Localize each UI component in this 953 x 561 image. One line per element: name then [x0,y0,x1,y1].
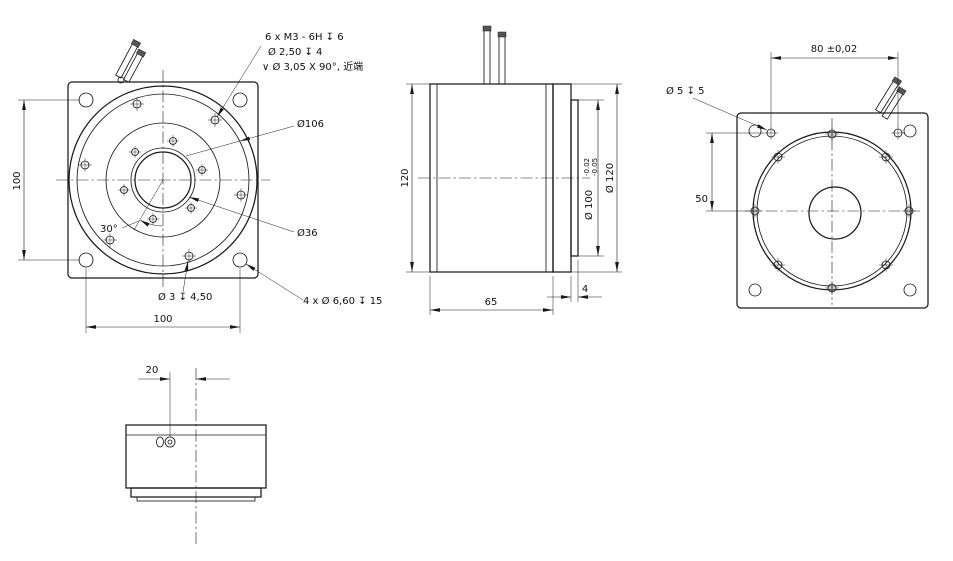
front-dim-height-label: 100 [12,171,23,190]
side-dim-height-label: 120 [400,168,411,187]
side-dim-height: 120 [400,83,430,273]
rear-dowel-callout: Ø 5 ↧ 5 [666,85,768,131]
side-tol-upper-label: -0.02 [583,158,591,176]
bottom-view: 20 [125,365,267,545]
rear-dim-vertical-label: 50 [695,194,708,205]
rear-dim-hole-spacing: 80 ±0,02 [770,44,899,127]
callout-csink-label: ∨ Ø 3,05 X 90°, 近端 [262,60,363,73]
side-dim-length-label: 65 [485,297,498,308]
front-dim-height: 100 [12,99,80,261]
side-view: 120 Ø 100 -0.02 -0.05 Ø 120 [400,25,622,315]
angle-30-label: 30° [100,224,118,235]
rear-center-hole [808,186,862,240]
front-flange-outline [67,81,259,279]
side-dia-pilot-label: Ø 100 [583,190,595,220]
side-dim-pilot-thickness: 4 [547,260,602,302]
front-tapped-holes [78,97,248,263]
side-dim-length: 65 [429,276,554,315]
side-dia-body-dim: Ø 120 [571,83,622,273]
rear-wires [874,76,907,120]
rear-dim-hole-spacing-label: 80 ±0,02 [811,44,858,55]
rear-dowel-callout-label: Ø 5 ↧ 5 [666,85,705,97]
rear-dowel-holes [764,126,905,140]
front-bottom-callouts: Ø 3 ↧ 4,50 4 x Ø 6,60 ↧ 15 [158,260,382,307]
bottom-step-outline [136,496,256,502]
front-dia106-leader: Ø106 [185,118,324,157]
callout-cbore-label: Ø 2,50 ↧ 4 [268,46,322,58]
front-body-circles [68,85,258,275]
front-angle-annotation: 30° [100,179,164,235]
side-wires [482,25,507,85]
rear-dim-vertical: 50 [695,132,764,212]
front-dia36-leader: Ø36 [188,196,318,239]
front-wires [115,39,147,84]
rear-flange-outline [736,112,929,309]
front-hole-callouts: 6 x M3 - 6H ↧ 6 Ø 2,50 ↧ 4 ∨ Ø 3,05 X 90… [216,32,363,118]
side-dia-pilot-dim: Ø 100 -0.02 -0.05 [578,99,604,257]
callout-hole66-label: 4 x Ø 6,60 ↧ 15 [303,295,382,307]
front-dim-width-label: 100 [153,314,172,325]
dia-36-label: Ø36 [297,227,318,239]
bottom-dim-wire-offset-label: 20 [146,365,159,376]
front-dim-width: 100 [85,268,241,333]
side-dia-body-label: Ø 120 [604,163,616,193]
side-pilot-outline [570,99,579,257]
front-inner-holes [118,135,208,225]
callout-tap-label: 6 x M3 - 6H ↧ 6 [265,32,344,43]
bottom-dim-wire-offset: 20 [138,365,230,437]
rear-corner-holes [748,124,917,297]
side-tol-lower-label: -0.05 [591,158,599,176]
bottom-wire-grommet [156,436,176,448]
rear-view: 80 ±0,02 50 Ø 5 ↧ 5 [666,44,929,309]
callout-hole3-label: Ø 3 ↧ 4,50 [158,291,212,303]
dia-106-label: Ø106 [297,118,324,130]
rear-ring-holes [748,127,916,295]
front-view: 30° 6 x M3 - 6H ↧ 6 Ø 2,50 ↧ 4 ∨ Ø 3,05 … [12,32,382,333]
side-dim-pilot-thickness-label: 4 [582,284,588,295]
